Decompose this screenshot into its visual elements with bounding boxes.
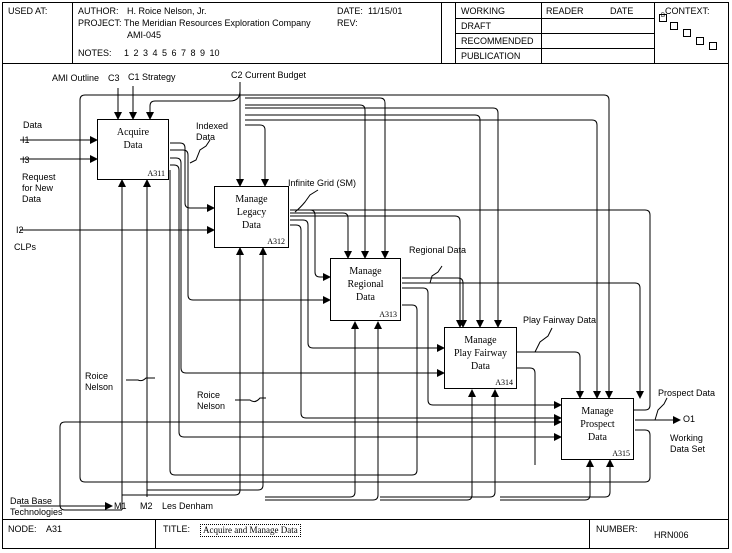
header-col-line [72, 2, 73, 63]
activity-box-manage-legacy-data[interactable]: Manage Legacy Data A312 [214, 186, 289, 248]
label-roice-nelson-1: Roice Nelson [85, 371, 114, 392]
status-publication: PUBLICATION [461, 51, 521, 61]
used-at-label: USED AT: [8, 6, 48, 16]
label-c1-strategy: C1 Strategy [128, 72, 176, 82]
author-label: AUTHOR: [78, 6, 119, 16]
label-i3: I3 [22, 155, 30, 165]
label-indexed-data: Indexed Data [196, 121, 229, 142]
activity-label: Manage Prospect Data [580, 406, 615, 443]
title-label: TITLE: [163, 524, 191, 534]
node-value: A31 [46, 524, 63, 534]
label-ami-outline: AMI Outline [52, 73, 100, 83]
status-row-line [455, 33, 654, 34]
header-col-line [455, 2, 456, 63]
context-node-current: B [659, 13, 667, 22]
footer-col-line [155, 519, 156, 549]
number-value: HRN006 [654, 530, 689, 540]
status-row-line [455, 48, 654, 49]
label-play-fairway-data: Play Fairway Data [523, 315, 597, 325]
label-i2: I2 [16, 225, 24, 235]
date-value: 11/15/01 [368, 6, 403, 16]
rev-label: REV: [337, 18, 358, 28]
label-prospect-data: Prospect Data [658, 388, 716, 398]
reader-label: READER [546, 6, 584, 16]
context-node [709, 42, 717, 50]
status-working: WORKING [461, 6, 505, 16]
label-m1: M1 [114, 501, 127, 511]
context-node [696, 37, 704, 45]
header-col-line [654, 2, 655, 63]
context-label: CONTEXT: [665, 6, 710, 16]
number-label: NUMBER: [596, 524, 638, 534]
label-request-new-data: Request for New Data [22, 172, 56, 204]
label-o1: O1 [683, 414, 696, 424]
activity-label: Manage Legacy Data [235, 194, 268, 231]
header-col-line [541, 2, 542, 63]
date-label: DATE: [337, 6, 363, 16]
label-working-data-set: Working Data Set [670, 433, 706, 454]
label-data-base-technologies: Data Base Technologies [10, 496, 63, 517]
footer-divider [2, 519, 729, 520]
activity-label: Manage Regional Data [347, 266, 384, 303]
project-code: AMI-045 [127, 30, 162, 40]
activity-label: Acquire Data [116, 127, 150, 151]
context-node [670, 22, 678, 30]
node-label: NODE: [8, 524, 37, 534]
label-clps: CLPs [14, 242, 37, 252]
header-col-line [441, 2, 442, 63]
label-regional-data: Regional Data [409, 245, 467, 255]
activity-box-manage-prospect-data[interactable]: Manage Prospect Data A315 [561, 398, 634, 460]
activity-box-manage-regional-data[interactable]: Manage Regional Data A313 [330, 258, 401, 321]
label-infinite-grid: Infinite Grid (SM) [288, 178, 357, 188]
activity-number: A314 [495, 378, 513, 387]
activity-label: Manage Play Fairway Data [453, 335, 508, 372]
label-c3: C3 [108, 73, 120, 83]
notes-numbers: 1 2 3 4 5 6 7 8 9 10 [124, 48, 220, 58]
activity-number: A315 [612, 449, 630, 458]
status-row-line [455, 18, 654, 19]
context-marker: B [661, 13, 666, 19]
activity-box-manage-play-fairway-data[interactable]: Manage Play Fairway Data A314 [444, 327, 517, 389]
label-data: Data [23, 120, 43, 130]
project-name: The Meridian Resources Exploration Compa… [124, 18, 311, 28]
title-value: Acquire and Manage Data [200, 524, 301, 537]
label-roice-nelson-2: Roice Nelson [197, 390, 226, 411]
project-label: PROJECT: [78, 18, 122, 28]
status-draft: DRAFT [461, 21, 491, 31]
notes-label: NOTES: [78, 48, 112, 58]
label-m2: M2 [140, 501, 153, 511]
activity-number: A311 [147, 169, 165, 178]
status-recommended: RECOMMENDED [461, 36, 534, 46]
activity-box-acquire-data[interactable]: Acquire Data A311 [97, 119, 169, 180]
footer-col-line [589, 519, 590, 549]
author-name: H. Roice Nelson, Jr. [127, 6, 207, 16]
activity-number: A312 [267, 237, 285, 246]
label-c2-current-budget: C2 Current Budget [231, 70, 307, 80]
reader-date-label: DATE [610, 6, 634, 16]
header-divider [2, 63, 729, 64]
label-les-denham: Les Denham [162, 501, 214, 511]
label-i1: I1 [22, 135, 30, 145]
context-node [683, 29, 691, 37]
activity-number: A313 [379, 310, 397, 319]
